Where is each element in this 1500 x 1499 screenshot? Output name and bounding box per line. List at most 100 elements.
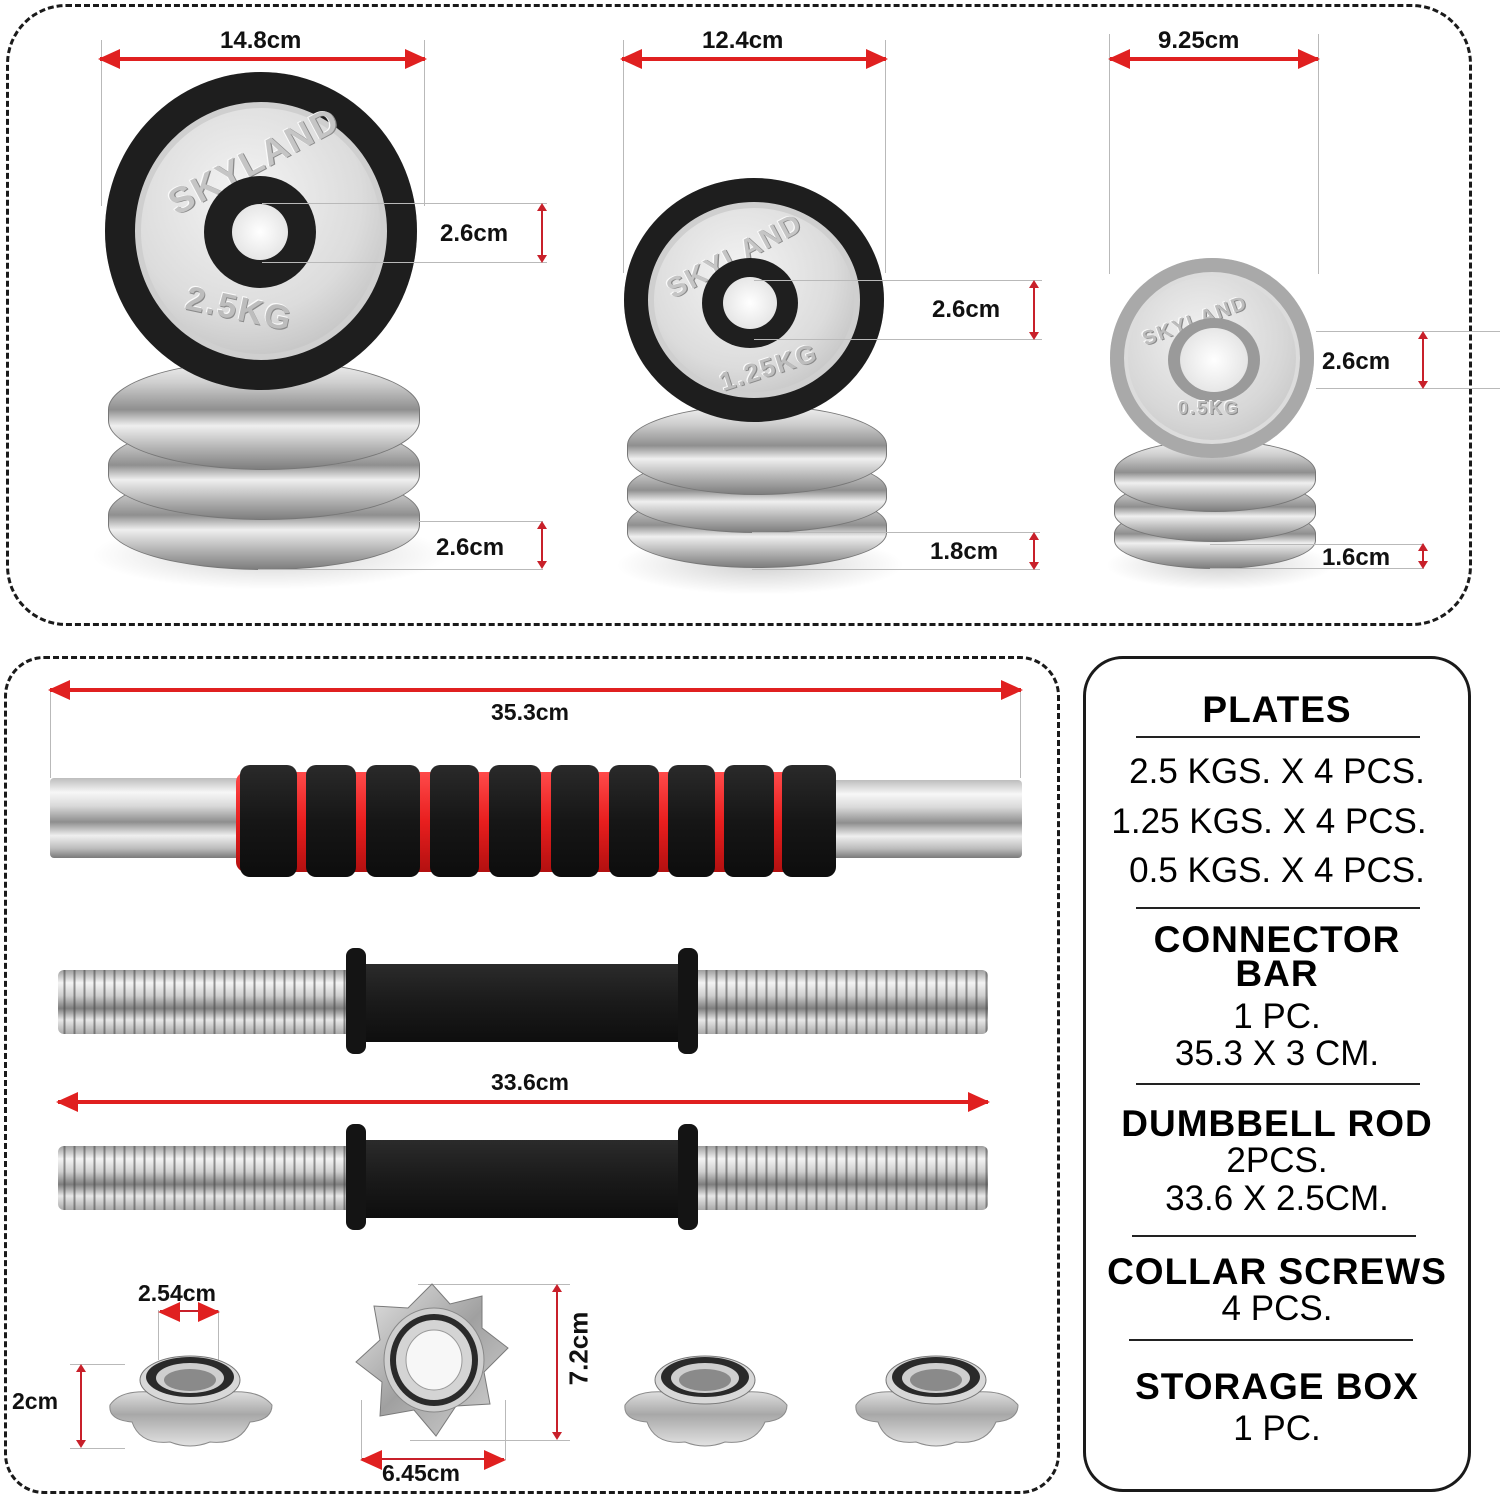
plate-hole-label: 2.6cm [440,220,509,247]
bars-panel [4,656,1060,1494]
hole-arrow [1029,280,1039,340]
collar-front-height-label: 7.2cm [563,1311,594,1386]
guide-line [1210,568,1424,569]
rod-thread-right [690,1146,988,1210]
guide-line [885,40,886,273]
spec-line: 0.5 KGS. X 4 PCS. [1129,851,1425,890]
rod-grip-flange-right [678,948,698,1054]
thickness-arrow [537,521,547,569]
foam-grip-segment [782,765,836,877]
foam-grip-segment [240,765,297,877]
collar-height-arrow [76,1364,86,1448]
hole-arrow [1418,331,1428,389]
collar-screw-icon [855,1355,1019,1447]
plate-diameter-label: 14.8cm [220,27,302,54]
rod-grip-flange-right [678,1124,698,1230]
thickness-arrow [1029,532,1039,570]
collar-inner-arrow [158,1302,220,1322]
thickness-arrow [1418,543,1428,569]
guide-line [424,40,425,206]
foam-grip-segment [551,765,599,877]
spec-list-panel: PLATES 2.5 KGS. X 4 PCS. 1.25 KGS. X 4 P… [1083,656,1471,1492]
plate-hole [723,277,777,329]
guide-line [418,1284,570,1285]
collar-front-height-arrow [552,1284,562,1440]
plate-thickness-label: 1.8cm [930,538,999,565]
divider [1136,1083,1420,1085]
collar-screw-icon [109,1355,273,1447]
spec-section-title-line2: BAR [1235,953,1319,994]
guide-line [752,532,1040,533]
guide-line [1318,34,1319,274]
length-arrow [48,680,1023,700]
guide-line [70,1364,125,1365]
plate-hole-label: 2.6cm [932,296,1001,323]
spec-section-title: CONNECTOR [1153,919,1401,960]
plates-panel [6,4,1472,626]
foam-grip-segment [668,765,715,877]
plate-thickness-label: 2.6cm [436,534,505,561]
guide-line [505,1400,506,1460]
foam-grip-segment [306,765,356,877]
connector-bar-end-right [830,780,1022,858]
plate-diameter-label: 12.4cm [702,27,784,54]
rod-thread-left [58,970,358,1034]
guide-line [258,569,543,570]
foam-grip-segment [724,765,774,877]
collar-height-label: 2cm [12,1388,59,1414]
spec-line: 1 PC. [1233,1409,1321,1448]
guide-line [218,1310,219,1360]
foam-grip-segment [430,765,479,877]
guide-line [158,1310,159,1360]
diameter-arrow [98,49,427,69]
foam-grip-segment [609,765,659,877]
guide-line [1210,544,1424,545]
rod-length-arrow [56,1092,990,1112]
rod-thread-left [58,1146,358,1210]
plate-weight-text: 0.5KG [1178,398,1241,418]
guide-line [752,569,1040,570]
divider [1129,1339,1413,1341]
rod-grip-flange-left [346,1124,366,1230]
guide-line [754,339,1042,340]
plate-hole [232,204,288,260]
guide-line [262,262,547,263]
guide-line [101,40,102,206]
guide-line [754,280,1042,281]
diameter-arrow [620,49,888,69]
spec-line: 4 PCS. [1221,1289,1333,1328]
foam-grip-segment [366,765,420,877]
plate-diameter-label: 9.25cm [1158,27,1240,54]
guide-line [410,1440,570,1441]
guide-line [70,1448,125,1449]
spec-section-title: COLLAR SCREWS [1107,1251,1447,1292]
rod-grip [356,1140,686,1218]
spec-section-title: DUMBBELL ROD [1121,1103,1433,1144]
spec-line: 2PCS. [1226,1141,1328,1180]
collar-inner-label: 2.54cm [138,1280,217,1306]
spec-line: 35.3 X 3 CM. [1174,1034,1380,1073]
guide-line [262,203,547,204]
guide-line [1316,331,1500,332]
guide-line [1020,688,1021,778]
collar-screw-star-icon [355,1283,509,1437]
diameter-arrow [1108,49,1320,69]
connector-bar-end-left [50,778,245,858]
guide-line [623,40,624,273]
divider [1136,907,1420,909]
collar-width-label: 6.45cm [382,1460,461,1486]
guide-line [1109,34,1110,274]
divider [1132,1235,1416,1237]
plate-hole [1180,328,1248,392]
plate-thickness-label: 1.6cm [1322,544,1391,571]
plate-hole-label: 2.6cm [1322,348,1391,375]
rod-grip-flange-left [346,948,366,1054]
guide-line [1316,388,1500,389]
guide-line [258,521,543,522]
dumbbell-rod-length-label: 33.6cm [491,1069,570,1095]
spec-line: 33.6 X 2.5CM. [1165,1179,1389,1218]
collar-width-arrow [360,1450,506,1470]
spec-section-title: STORAGE BOX [1135,1366,1419,1407]
spec-line: 1 PC. [1233,997,1321,1036]
spec-line: 2.5 KGS. X 4 PCS. [1129,752,1425,791]
